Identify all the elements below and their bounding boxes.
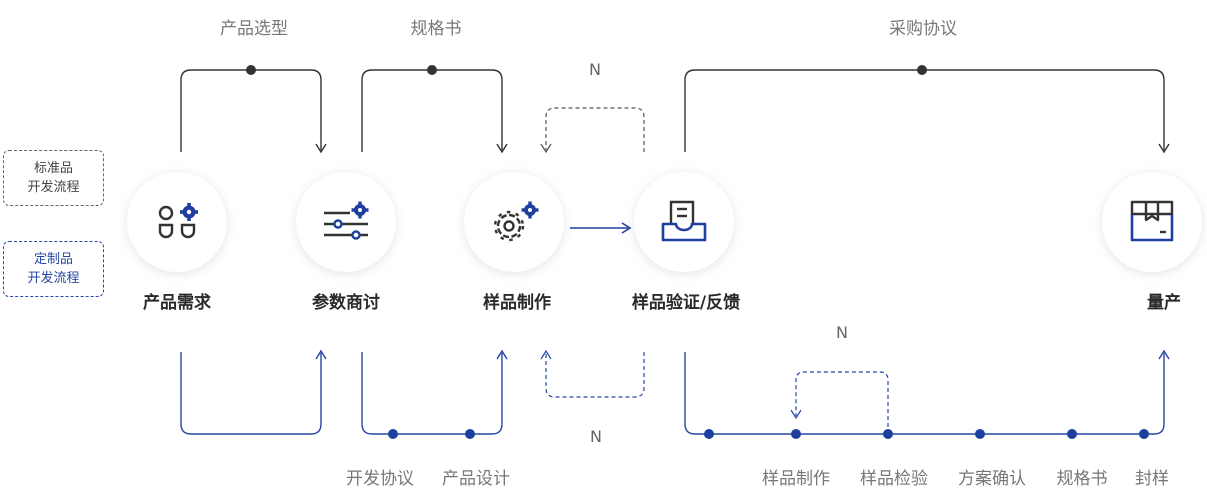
node-circle (634, 172, 734, 272)
arrow-head (540, 349, 552, 360)
custom-flow-arrows (315, 349, 1170, 360)
legend-line: 开发流程 (27, 180, 80, 195)
step-dot (704, 429, 714, 439)
gears-icon (493, 201, 539, 242)
legend-standard-process: 标准品 开发流程 (3, 150, 104, 206)
node-circle (127, 172, 227, 272)
bottom-step-label: 规格书 (1057, 469, 1108, 489)
node-label: 参数商讨 (312, 292, 380, 313)
step-dot (465, 429, 475, 439)
top-step-label: 规格书 (411, 19, 462, 39)
standard-flow-arrows (315, 143, 1170, 154)
step-dot (1067, 429, 1077, 439)
step-dot (975, 429, 985, 439)
node-label: 产品需求 (143, 292, 211, 313)
feedback-loop-bottom-right (795, 371, 889, 434)
node-label: 量产 (1147, 292, 1181, 313)
legend-line: 标准品 (33, 161, 73, 176)
arrow-head (540, 143, 552, 154)
step-dot (1139, 429, 1149, 439)
feedback-loop-top (545, 107, 645, 152)
node-sample-production[interactable]: 样品制作 (464, 172, 564, 313)
node-circle (464, 172, 564, 272)
step-dot (427, 65, 437, 75)
inbox-document-icon (661, 200, 707, 242)
arrow-head (315, 143, 327, 154)
node-mass-production[interactable]: 量产 (1102, 172, 1202, 313)
apps-gear-icon (158, 203, 198, 239)
bottom-step-label: 样品检验 (860, 469, 928, 489)
arrow-head (1158, 349, 1170, 360)
arrow-head (496, 143, 508, 154)
step-dot (917, 65, 927, 75)
legend-line: 开发流程 (27, 271, 80, 286)
node-circle (296, 172, 396, 272)
arrow-head (621, 222, 632, 234)
arrow-head (1158, 143, 1170, 154)
connector-purchase-agreement (684, 69, 1165, 152)
connector-sample-to-mass (684, 352, 1165, 435)
top-step-label: 采购协议 (889, 19, 957, 39)
connector-product-selection (180, 69, 322, 152)
bottom-step-label: 封样 (1135, 469, 1169, 489)
node-label: 样品验证/反馈 (632, 292, 740, 313)
custom-flow (180, 352, 1165, 435)
arrow-head (496, 349, 508, 360)
node-circle (1102, 172, 1202, 272)
node-product-requirement[interactable]: 产品需求 (127, 172, 227, 313)
arrow-head (790, 409, 802, 420)
arrow-head (315, 349, 327, 360)
custom-flow-dots (388, 429, 1149, 439)
bottom-step-label: 开发协议 (346, 469, 414, 489)
node-sample-validation[interactable]: 样品验证/反馈 (632, 172, 740, 313)
feedback-loop-bottom-left (545, 352, 645, 398)
standard-flow-dots (246, 65, 927, 75)
step-dot (388, 429, 398, 439)
connector-spec-sheet (361, 69, 503, 152)
loop-label-n: N (589, 60, 601, 79)
node-parameter-discussion[interactable]: 参数商讨 (296, 172, 396, 313)
loop-label-n: N (836, 323, 848, 342)
loop-label-n: N (590, 427, 602, 446)
step-dot (791, 429, 801, 439)
connector-dev-design (361, 352, 503, 435)
bottom-step-label: 产品设计 (442, 469, 510, 489)
top-step-label: 产品选型 (220, 19, 288, 39)
standard-flow (180, 69, 1165, 152)
step-dot (246, 65, 256, 75)
legend-line: 定制品 (33, 252, 73, 267)
bottom-step-label: 样品制作 (762, 469, 830, 489)
connector-custom-requirement (180, 352, 322, 435)
node-label: 样品制作 (483, 292, 551, 313)
package-box-icon (1130, 200, 1174, 242)
legend-custom-process: 定制品 开发流程 (3, 241, 104, 297)
sliders-gear-icon (324, 201, 369, 240)
bottom-step-label: 方案确认 (958, 469, 1026, 489)
